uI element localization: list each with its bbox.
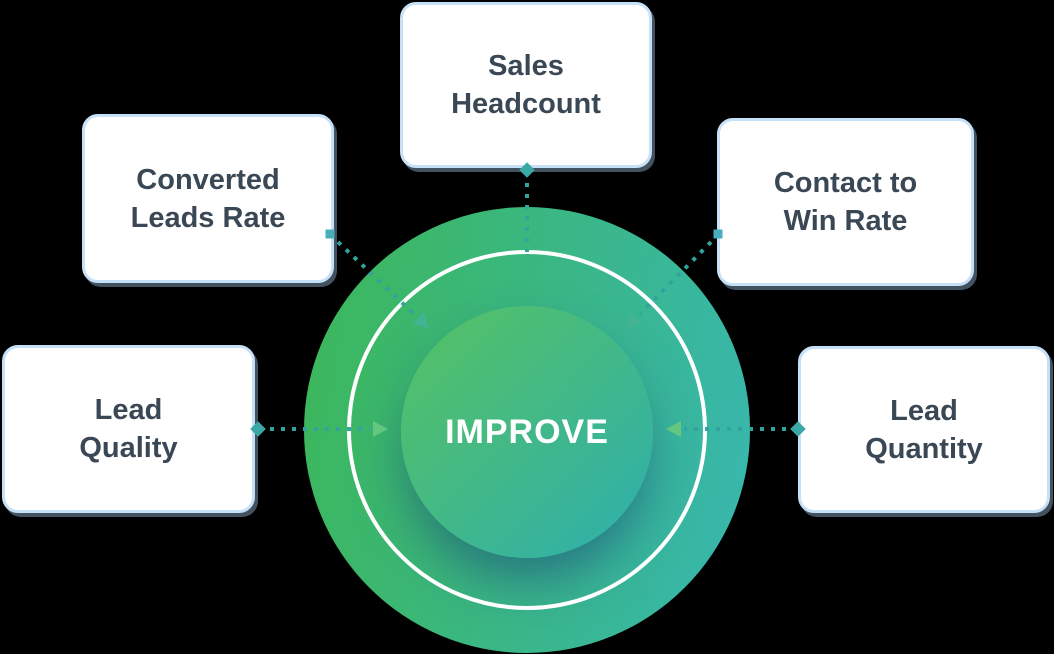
node-label: Contact to Win Rate: [773, 167, 918, 237]
white-ring: [347, 250, 707, 610]
node-sales-headcount: Sales Headcount: [400, 2, 652, 168]
node-contact-to-win-rate: Contact to Win Rate: [717, 118, 974, 286]
node-label: Lead Quantity: [865, 394, 983, 465]
node-label: Converted Leads Rate: [130, 163, 286, 234]
node-label: Sales Headcount: [451, 50, 601, 120]
node-converted-leads-rate: Converted Leads Rate: [82, 114, 334, 283]
node-lead-quantity: Lead Quantity: [798, 346, 1050, 513]
node-lead-quality: Lead Quality: [2, 345, 255, 513]
node-label: Lead Quality: [79, 394, 178, 464]
